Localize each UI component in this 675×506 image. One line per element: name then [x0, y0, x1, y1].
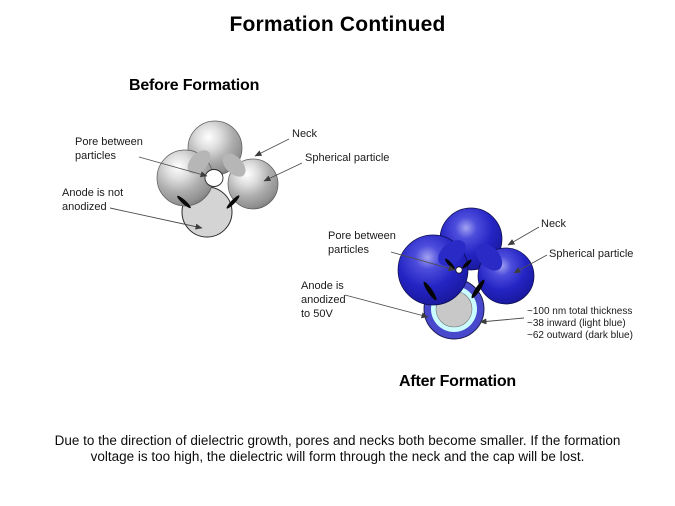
crevice-right	[226, 195, 240, 209]
after-label-thickness: ~100 nm total thickness ~38 inward (ligh…	[527, 306, 633, 341]
crevice-after-right	[471, 279, 485, 299]
crevice-left	[177, 195, 191, 209]
blue-sphere-top	[439, 207, 503, 271]
pore-before	[204, 169, 224, 187]
arrow-after-thickness	[479, 317, 525, 325]
arrow-after-anode	[344, 294, 429, 319]
slide-title: Formation Continued	[229, 13, 446, 36]
arrow-before-anode	[109, 207, 203, 230]
gray-sphere-top	[187, 120, 243, 176]
arrow-after-sphere	[513, 254, 548, 274]
footer-line-2: voltage is too high, the dielectric will…	[90, 448, 585, 464]
before-label-neck: Neck	[292, 128, 318, 140]
after-heading: After Formation	[399, 373, 517, 390]
after-label-sphere: Spherical particle	[549, 248, 634, 260]
blue-neck-left	[438, 240, 466, 266]
after-label-neck: Neck	[541, 218, 567, 230]
dielectric-outer-ring	[423, 278, 485, 340]
blue-sphere-right	[477, 247, 535, 305]
gray-neck-right	[222, 153, 246, 177]
before-label-anode: Anode is not anodized	[62, 187, 124, 214]
anode-cross-section-gray	[181, 186, 233, 238]
arrow-after-neck	[507, 226, 540, 246]
before-label-pore: Pore between particles	[75, 136, 143, 163]
blue-neck-right	[475, 243, 503, 271]
arrow-before-pore	[138, 156, 208, 178]
dielectric-inner-ring	[431, 286, 477, 332]
blue-sphere-left	[397, 234, 469, 306]
before-cluster	[156, 120, 279, 238]
after-label-anode: Anode is anodized to 50V	[301, 280, 346, 321]
after-label-pore: Pore between particles	[328, 230, 396, 257]
gray-sphere-left	[156, 149, 214, 207]
before-heading: Before Formation	[129, 77, 260, 94]
gray-neck-left	[187, 150, 211, 174]
arrow-before-sphere	[263, 162, 303, 182]
footer-line-1: Due to the direction of dielectric growt…	[54, 433, 621, 448]
arrow-before-neck	[254, 138, 290, 157]
footer-text: Due to the direction of dielectric growt…	[0, 433, 675, 465]
gray-sphere-right	[227, 158, 279, 210]
pore-after	[455, 266, 463, 274]
arrow-after-pore	[390, 251, 456, 272]
before-label-sphere: Spherical particle	[305, 152, 390, 164]
crevice-after-left	[423, 281, 437, 301]
crevice-after-pore-left	[445, 258, 455, 270]
anode-cross-section-after	[435, 290, 473, 328]
after-cluster	[397, 207, 535, 340]
crevice-after-pore-right	[462, 259, 472, 269]
